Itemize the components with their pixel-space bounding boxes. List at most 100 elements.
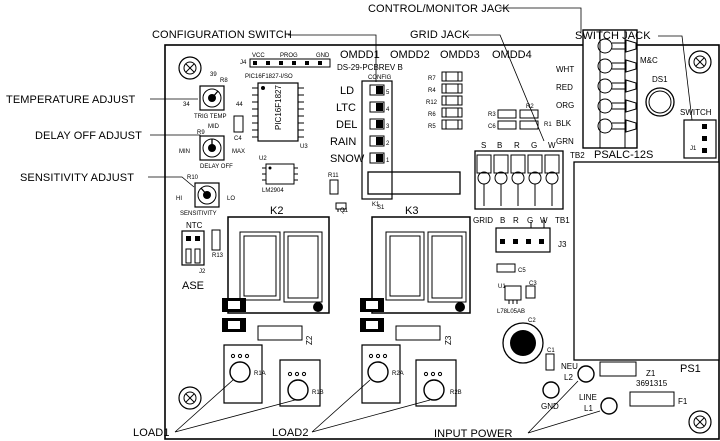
pcb-rev: DS-29-PCBREV B xyxy=(337,63,403,72)
grid-top-b: B xyxy=(497,141,502,150)
leader-delay-off-adjust xyxy=(150,134,201,147)
grid-bottom-b: B xyxy=(500,216,505,225)
load1-terminal-r1b[interactable] xyxy=(279,359,321,407)
vcc-label: VCC xyxy=(252,53,265,59)
r3-label: R3 xyxy=(488,112,496,118)
grid-top-g: G xyxy=(531,141,537,150)
switch-num-1: 1 xyxy=(386,158,390,164)
line-terminal-l1[interactable] xyxy=(600,397,618,415)
config-row-ld: LD xyxy=(340,85,354,97)
k3-contact-pads xyxy=(360,298,384,332)
delay-off-pot[interactable] xyxy=(199,135,225,161)
configuration-dip-switch[interactable] xyxy=(361,80,393,200)
u2-chip xyxy=(262,163,298,185)
r13-label: R13 xyxy=(212,253,224,259)
callout-sensitivity-adjust: SENSITIVITY ADJUST xyxy=(20,172,134,184)
j2-connector[interactable] xyxy=(181,230,205,266)
callout-control-monitor-jack: CONTROL/MONITOR JACK xyxy=(368,3,510,15)
gnd-bottom-label: GND xyxy=(541,402,559,411)
callout-delay-off-adjust: DELAY OFF ADJUST xyxy=(35,130,142,142)
c6-label: C6 xyxy=(488,124,496,130)
leader-sensitivity-adjust xyxy=(148,176,195,188)
j2-label: J2 xyxy=(199,269,206,275)
mc-terminal-block[interactable] xyxy=(582,29,638,149)
c5-label: C5 xyxy=(518,268,526,274)
switch-num-5: 5 xyxy=(386,90,390,96)
q1-transistor xyxy=(335,202,347,212)
neutral-terminal-l2[interactable] xyxy=(577,365,595,383)
grid-bottom-grid: GRID xyxy=(473,216,493,225)
u2-part: LM2904 xyxy=(262,188,284,194)
l1-label: L1 xyxy=(584,404,593,413)
ds1-label: DS1 xyxy=(652,75,668,84)
min-label: MIN xyxy=(179,149,190,155)
r7-label: R7 xyxy=(428,76,436,82)
mc-grn: GRN xyxy=(556,137,574,146)
leader-switch-jack xyxy=(658,35,693,121)
ntc-label: NTC xyxy=(186,221,203,230)
u3-label: U3 xyxy=(300,144,308,150)
load2-terminal-r2b[interactable] xyxy=(415,359,457,407)
r10-label: R10 xyxy=(187,175,199,181)
n44-label: 44 xyxy=(236,102,243,108)
switch-jack-j1[interactable] xyxy=(683,119,717,159)
c4-capacitor xyxy=(233,115,244,133)
c3-capacitor xyxy=(525,285,536,299)
leader-configuration-switch xyxy=(288,34,377,82)
mid-label: MID xyxy=(208,124,220,130)
mc-org: ORG xyxy=(556,101,574,110)
load1-terminal-r1a[interactable] xyxy=(223,344,263,404)
f1-fuse xyxy=(629,391,675,407)
tb2-label: TB2 xyxy=(570,151,585,160)
om-label-3: OMDD3 xyxy=(440,49,480,61)
mcu-chip xyxy=(252,82,304,142)
config-row-rain: RAIN xyxy=(330,136,356,148)
r11-label: R11 xyxy=(328,173,339,179)
c3-label: C3 xyxy=(529,281,537,287)
om-label-1: OMDD1 xyxy=(340,49,380,61)
z1-label: Z1 xyxy=(646,369,656,378)
mounting-hole-top-left xyxy=(178,56,202,80)
callout-grid-jack: GRID JACK xyxy=(410,29,470,41)
k3-label: K3 xyxy=(405,205,418,217)
k1-label: K1 xyxy=(372,202,380,208)
r1a-label: R1A xyxy=(254,371,266,377)
k2-contact-pads xyxy=(222,298,246,332)
callout-configuration-switch: CONFIGURATION SWITCH xyxy=(152,29,292,41)
mcu-chip-text: PIC16F1827 xyxy=(274,85,283,130)
n34-label: 34 xyxy=(183,102,190,108)
j3-connector[interactable] xyxy=(495,220,551,253)
u2-label: U2 xyxy=(259,156,267,162)
temperature-pot[interactable] xyxy=(199,85,225,111)
hi-label: HI xyxy=(176,196,182,202)
switch-num-4: 4 xyxy=(386,107,390,113)
j4-header xyxy=(249,58,331,68)
k2-label: K2 xyxy=(270,205,283,217)
f1-label: F1 xyxy=(678,397,688,406)
c5-capacitor xyxy=(496,263,516,273)
leader-load1 xyxy=(174,379,296,433)
r9-label: R9 xyxy=(197,130,205,136)
leader-input-power xyxy=(527,380,601,434)
mounting-hole-top-right xyxy=(688,50,712,74)
sensitivity-pot[interactable] xyxy=(194,182,220,208)
s1-label: S1 xyxy=(377,205,385,211)
grid-terminal-block[interactable] xyxy=(474,150,564,210)
c1-capacitor xyxy=(545,353,555,371)
config-row-snow: SNOW xyxy=(330,153,365,165)
grid-top-r: R xyxy=(514,141,520,150)
callout-load1: LOAD1 xyxy=(133,427,170,439)
callout-temperature-adjust: TEMPERATURE ADJUST xyxy=(6,94,136,106)
trig-temp-label: TRIG TEMP xyxy=(194,114,227,120)
mounting-hole-bottom-right xyxy=(688,410,712,434)
config-row-ltc: LTC xyxy=(336,102,356,114)
ground-terminal[interactable] xyxy=(542,381,560,399)
load2-terminal-r2a[interactable] xyxy=(361,344,401,404)
neu-label: NEU xyxy=(561,362,578,371)
om-label-2: OMDD2 xyxy=(390,49,430,61)
z3-label: Z3 xyxy=(444,335,453,345)
switch-label: SWITCH xyxy=(680,108,712,117)
r13-resistor xyxy=(211,229,221,251)
config-row-del: DEL xyxy=(336,119,357,131)
j3-label: J3 xyxy=(558,240,567,249)
